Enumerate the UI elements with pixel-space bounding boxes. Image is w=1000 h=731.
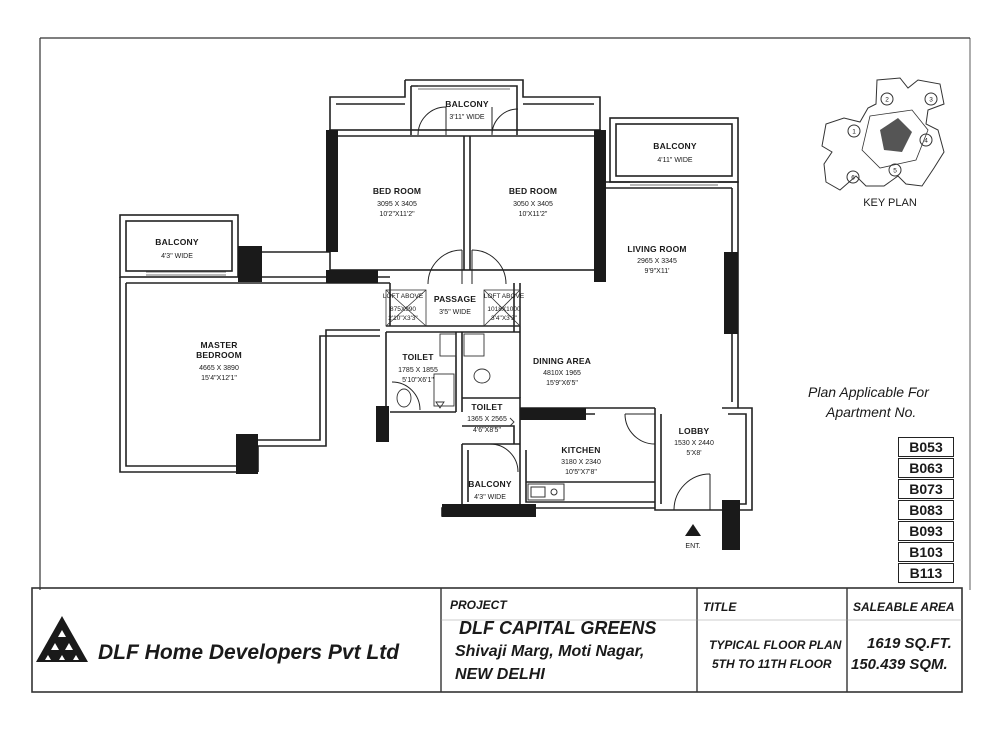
key-unit-1: 1	[852, 129, 856, 136]
kitchen-name: KITCHEN	[561, 445, 600, 455]
entrance-arrow-icon	[685, 524, 701, 536]
apartment-item: B073	[898, 479, 954, 499]
saleable-area-sqm: 150.439 SQM.	[851, 656, 948, 673]
applicable-line-2: Apartment No.	[826, 404, 917, 420]
apartment-item: B083	[898, 500, 954, 520]
key-unit-2: 2	[885, 97, 889, 104]
loft1-dim-ft: 2'10"X3'3"	[388, 315, 418, 322]
balcony-top-width: 3'11" WIDE	[449, 114, 485, 121]
master-bedroom-name-1: MASTER	[200, 340, 237, 350]
dining-area-name: DINING AREA	[533, 356, 591, 366]
apartment-item: B093	[898, 521, 954, 541]
apartment-item: B063	[898, 458, 954, 478]
loft2-dim-mm: 1018X1000	[487, 306, 521, 313]
toilet1-dim-mm: 1785 X 1855	[398, 367, 438, 374]
key-plan-unit-numbers: 2 3 1 4 5 6	[851, 97, 933, 182]
balcony-kitchen-name: BALCONY	[468, 479, 512, 489]
bedroom2-dim-ft: 10'X11'2"	[519, 211, 548, 218]
title-line-2: 5TH TO 11TH FLOOR	[712, 657, 832, 671]
company-name: DLF Home Developers Pvt Ltd	[98, 641, 400, 664]
project-name: DLF CAPITAL GREENS	[459, 618, 657, 638]
balcony-top-name: BALCONY	[445, 99, 489, 109]
lobby-dim-mm: 1530 X 2440	[674, 440, 714, 447]
toilet-fixtures	[396, 333, 515, 427]
bedroom2-name: BED ROOM	[509, 186, 557, 196]
apartment-item: B103	[898, 542, 954, 562]
title-line-1: TYPICAL FLOOR PLAN	[709, 638, 842, 652]
key-unit-6: 6	[851, 175, 855, 182]
key-unit-3: 3	[929, 97, 933, 104]
sheet-border	[31, 37, 971, 693]
kitchen-dim-ft: 10'5"X7'8"	[565, 469, 597, 476]
wall-columns	[236, 130, 740, 550]
windows	[146, 85, 718, 276]
kitchen-sink	[527, 483, 565, 501]
balcony-left-width: 4'3" WIDE	[161, 253, 193, 260]
dining-area-dim-mm: 4810X 1965	[543, 370, 581, 377]
master-bedroom-dim-ft: 15'4"X12'1"	[201, 375, 237, 382]
master-bedroom-name-2: BEDROOM	[196, 350, 242, 360]
key-unit-5: 5	[893, 168, 897, 175]
applicable-line-1: Plan Applicable For	[808, 384, 929, 400]
lobby-name: LOBBY	[679, 426, 710, 436]
living-room-dim-ft: 9'9"X11'	[645, 268, 670, 275]
loft2-label: LOFT ABOVE	[484, 293, 525, 300]
master-bedroom-dim-mm: 4665 X 3890	[199, 365, 239, 372]
saleable-area-sqft: 1619 SQ.FT.	[867, 635, 952, 652]
lobby-dim-ft: 5'X8'	[686, 450, 701, 457]
dlf-logo-icon	[36, 616, 88, 662]
bedroom1-name: BED ROOM	[373, 186, 421, 196]
dining-area-dim-ft: 15'9"X6'5"	[546, 380, 578, 387]
project-address-1: Shivaji Marg, Moti Nagar,	[455, 643, 645, 660]
apartment-item: B113	[898, 563, 954, 583]
key-plan-diagram	[821, 77, 945, 191]
living-room-dim-mm: 2965 X 3345	[637, 258, 677, 265]
toilet2-dim-mm: 1365 X 2565	[467, 416, 507, 423]
project-address-2: NEW DELHI	[455, 666, 545, 683]
balcony-left-name: BALCONY	[155, 237, 199, 247]
loft-boxes	[385, 289, 521, 327]
kitchen-dim-mm: 3180 X 2340	[561, 459, 601, 466]
living-room-name: LIVING ROOM	[627, 244, 686, 254]
toilet1-name: TOILET	[402, 352, 434, 362]
toilet2-name: TOILET	[471, 402, 503, 412]
bedroom1-dim-mm: 3095 X 3405	[377, 201, 417, 208]
balcony-right-width: 4'11" WIDE	[657, 157, 693, 164]
key-unit-4: 4	[924, 138, 928, 145]
title-label: TITLE	[703, 600, 737, 614]
bedroom2-dim-mm: 3050 X 3405	[513, 201, 553, 208]
loft1-dim-mm: 875X990	[390, 306, 416, 313]
balcony-right-name: BALCONY	[653, 141, 697, 151]
saleable-area-label: SALEABLE AREA	[853, 600, 955, 614]
apartment-item: B053	[898, 437, 954, 457]
loft1-label: LOFT ABOVE	[383, 293, 424, 300]
key-plan-label: KEY PLAN	[863, 197, 917, 209]
balcony-kitchen-width: 4'3" WIDE	[474, 494, 506, 501]
project-label: PROJECT	[450, 598, 507, 612]
room-labels: BALCONY 3'11" WIDE BALCONY 4'11" WIDE BA…	[155, 99, 714, 550]
passage-name: PASSAGE	[434, 294, 476, 304]
entrance-label: ENT.	[685, 543, 700, 550]
toilet2-dim-ft: 4'6"X8'5"	[473, 427, 501, 434]
loft2-dim-ft: 3'4"X3'3"	[491, 315, 518, 322]
passage-width: 3'5" WIDE	[439, 309, 471, 316]
doors	[391, 106, 711, 511]
toilet1-dim-ft: 5'10"X6'1"	[402, 377, 434, 384]
bedroom1-dim-ft: 10'2"X11'2"	[379, 211, 415, 218]
